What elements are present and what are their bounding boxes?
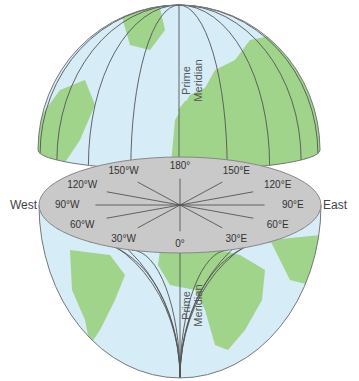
longitude-ray: [107, 205, 180, 218]
meridian-line: [179, 5, 301, 160]
meridian-line: [180, 250, 228, 378]
longitude-ray: [107, 192, 180, 205]
asia-land: [270, 235, 330, 290]
longitude-ray: [180, 179, 181, 205]
meridian-line: [179, 5, 227, 169]
longitude-ray: [138, 205, 180, 228]
longitude-label: 60°E: [267, 220, 289, 230]
south-america-land: [70, 250, 125, 345]
longitude-rays: [95, 179, 264, 232]
longitude-label: 60°W: [70, 220, 95, 230]
longitude-ray: [180, 205, 253, 218]
longitude-label: 90°W: [55, 200, 80, 210]
meridian-line: [179, 5, 180, 170]
upper-outline: [38, 5, 320, 170]
direction-label: West: [10, 199, 37, 211]
eurasia-land: [170, 35, 325, 175]
upper-meridians: [40, 5, 318, 170]
longitude-ray: [180, 205, 222, 228]
longitude-label: 0°: [175, 239, 185, 249]
upper-land: [38, 8, 325, 175]
longitude-label: 90°E: [282, 200, 304, 210]
meridian-line: [131, 5, 179, 169]
britain-land: [178, 100, 188, 118]
longitude-label: 120°W: [67, 180, 97, 190]
meridian-line: [57, 5, 179, 160]
longitude-ray: [180, 205, 181, 231]
america-land: [38, 80, 95, 170]
longitude-ray: [95, 205, 180, 206]
longitude-label: 30°W: [111, 234, 136, 244]
longitude-label: 150°W: [109, 166, 139, 176]
greenland-land: [120, 8, 165, 50]
meridian-line: [132, 250, 180, 378]
longitude-label: 120°E: [264, 180, 291, 190]
meridian-line: [89, 242, 180, 378]
meridian-name: Prime Meridian: [181, 279, 204, 331]
equator-plane: [39, 157, 321, 253]
africa-land: [158, 245, 265, 350]
longitude-ray: [180, 192, 253, 205]
longitude-label: 30°E: [226, 234, 248, 244]
direction-label: East: [323, 199, 347, 211]
longitude-label: 180°: [170, 161, 191, 171]
longitude-label: 150°E: [223, 166, 250, 176]
meridian-line: [179, 5, 318, 154]
meridian-line: [40, 5, 179, 154]
longitude-ray: [180, 205, 265, 206]
meridian-name: Prime Meridian: [181, 54, 204, 106]
